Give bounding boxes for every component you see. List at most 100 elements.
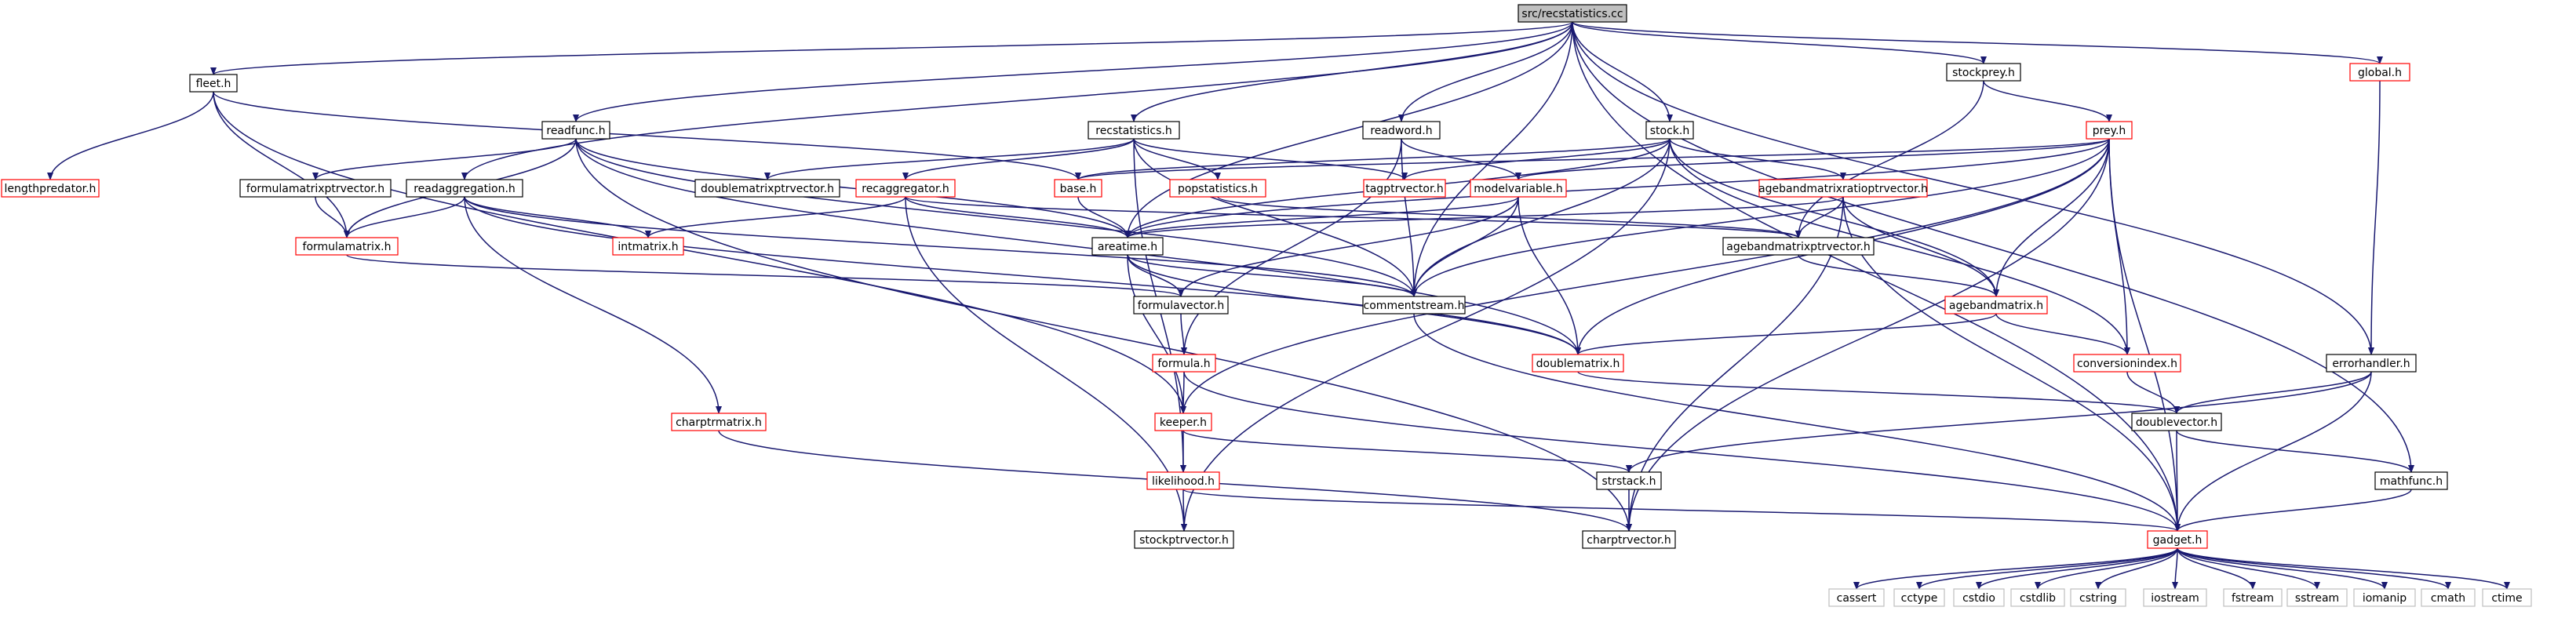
- node-box: [2070, 588, 2126, 607]
- node-likelihood_h[interactable]: likelihood.h: [1146, 471, 1220, 490]
- edge-areatime_h-to-keeper_h: [1127, 254, 1186, 414]
- node-strstack_h[interactable]: strstack.h: [1596, 471, 1662, 490]
- node-fleet_h[interactable]: fleet.h: [189, 74, 238, 93]
- edge-likelihood_h-to-stockptrvector_h: [1180, 489, 1187, 532]
- node-label: doublevector.h: [2136, 416, 2217, 429]
- node-formula_h[interactable]: formula.h: [1152, 354, 1216, 373]
- node-doublematrix_h[interactable]: doublematrix.h: [1532, 354, 1624, 373]
- node-box: [1758, 179, 1928, 198]
- node-charptrmatrix_h[interactable]: charptrmatrix.h: [671, 413, 767, 431]
- node-formulavector_h[interactable]: formulavector.h: [1133, 296, 1229, 314]
- node-label: fleet.h: [196, 78, 231, 90]
- node-conversionindex_h[interactable]: conversionindex.h: [2073, 354, 2181, 373]
- node-popstatistics_h[interactable]: popstatistics.h: [1169, 179, 1266, 198]
- node-charptrvector_h[interactable]: charptrvector.h: [1582, 530, 1676, 549]
- node-label: formulamatrixptrvector.h: [246, 183, 384, 195]
- edge-recaggregator_h-to-agebandmatrixptrvector_h: [905, 196, 1802, 238]
- node-box: [1, 179, 100, 198]
- node-mathfunc_h[interactable]: mathfunc.h: [2374, 471, 2448, 490]
- node-areatime_h[interactable]: areatime.h: [1091, 237, 1164, 256]
- edge-readaggregation_h-to-doublematrix_h: [464, 196, 1581, 355]
- node-box: [295, 237, 399, 256]
- node-intmatrix_h[interactable]: intmatrix.h: [612, 237, 684, 256]
- edge-gadget_h-to-ctime: [2177, 547, 2510, 590]
- edge-prey_h-to-agebandmatrix_h: [1993, 138, 2110, 297]
- node-agebandmatrixratioptrvector_h[interactable]: agebandmatrixratioptrvector.h: [1758, 179, 1928, 198]
- node-readfunc_h[interactable]: readfunc.h: [541, 121, 610, 140]
- edge-recstatistics_h-to-doublematrixptrvector_h: [764, 138, 1135, 180]
- node-label: charptrmatrix.h: [676, 416, 762, 429]
- edge-formulavector_h-to-formula_h: [1180, 313, 1187, 355]
- node-recstatistics_h[interactable]: recstatistics.h: [1088, 121, 1180, 140]
- edge-gadget_h-to-cctype: [1916, 547, 2178, 590]
- edge-recstatistics_cc-to-stockprey_h: [1572, 21, 1987, 64]
- edge-prey_h-to-areatime_h: [1124, 138, 2110, 238]
- node-tagptrvector_h[interactable]: tagptrvector.h: [1363, 179, 1446, 198]
- node-box: [1362, 296, 1466, 314]
- edge-gadget_h-to-cstring: [2095, 547, 2178, 590]
- edge-gadget_h-to-cstdlib: [2035, 547, 2178, 590]
- node-box: [1146, 471, 1220, 490]
- node-label: readfunc.h: [546, 125, 605, 137]
- edge-agebandmatrixratioptrvector_h-to-areatime_h: [1124, 196, 1844, 238]
- node-box: [2147, 530, 2208, 549]
- node-box: [1953, 588, 2005, 607]
- edge-likelihood_h-to-gadget_h: [1182, 489, 2181, 532]
- node-cmath: cmath: [2421, 588, 2476, 607]
- node-label: intmatrix.h: [618, 241, 678, 253]
- edge-modelvariable_h-to-areatime_h: [1124, 196, 1519, 238]
- node-stockprey_h[interactable]: stockprey.h: [1946, 63, 2021, 82]
- node-label: sstream: [2295, 592, 2339, 605]
- node-lengthpredator_h[interactable]: lengthpredator.h: [1, 179, 100, 198]
- node-agebandmatrixptrvector_h[interactable]: agebandmatrixptrvector.h: [1722, 237, 1875, 256]
- edge-agebandmatrixratioptrvector_h-to-agebandmatrixptrvector_h: [1795, 196, 1844, 238]
- node-base_h[interactable]: base.h: [1054, 179, 1102, 198]
- node-doublevector_h[interactable]: doublevector.h: [2131, 413, 2222, 431]
- node-recstatistics_cc[interactable]: src/recstatistics.cc: [1518, 4, 1627, 23]
- node-label: doublematrixptrvector.h: [701, 183, 834, 195]
- edge-prey_h-to-base_h: [1075, 138, 2110, 180]
- edge-keeper_h-to-strstack_h: [1182, 430, 1632, 473]
- node-formulamatrixptrvector_h[interactable]: formulamatrixptrvector.h: [239, 179, 392, 198]
- edge-recstatistics_cc-to-fleet_h: [210, 21, 1573, 75]
- node-keeper_h[interactable]: keeper.h: [1154, 413, 1212, 431]
- node-cstdlib: cstdlib: [2010, 588, 2065, 607]
- node-box: [612, 237, 684, 256]
- node-box: [2326, 354, 2417, 373]
- node-label: src/recstatistics.cc: [1521, 8, 1623, 20]
- node-formulamatrix_h[interactable]: formulamatrix.h: [295, 237, 399, 256]
- node-commentstream_h[interactable]: commentstream.h: [1362, 296, 1466, 314]
- node-label: formula.h: [1157, 358, 1210, 370]
- node-readaggregation_h[interactable]: readaggregation.h: [406, 179, 523, 198]
- node-stock_h[interactable]: stock.h: [1645, 121, 1694, 140]
- node-errorhandler_h[interactable]: errorhandler.h: [2326, 354, 2417, 373]
- node-agebandmatrix_h[interactable]: agebandmatrix.h: [1944, 296, 2048, 314]
- node-label: cstdio: [1962, 592, 1995, 605]
- node-readword_h[interactable]: readword.h: [1362, 121, 1441, 140]
- node-doublematrixptrvector_h[interactable]: doublematrixptrvector.h: [694, 179, 840, 198]
- edge-agebandmatrixptrvector_h-to-agebandmatrix_h: [1798, 254, 1999, 297]
- node-recaggregator_h[interactable]: recaggregator.h: [855, 179, 956, 198]
- node-box: [2349, 63, 2410, 82]
- node-box: [406, 179, 523, 198]
- node-modelvariable_h[interactable]: modelvariable.h: [1470, 179, 1567, 198]
- edge-recstatistics_cc-to-commentstream_h: [1411, 21, 1573, 297]
- node-label: modelvariable.h: [1474, 183, 1562, 195]
- node-stockptrvector_h[interactable]: stockptrvector.h: [1134, 530, 1234, 549]
- edge-recstatistics_cc-to-readword_h: [1398, 21, 1573, 122]
- edge-stockprey_h-to-prey_h: [1983, 80, 2112, 122]
- edge-mathfunc_h-to-gadget_h: [2174, 489, 2412, 532]
- node-global_h[interactable]: global.h: [2349, 63, 2410, 82]
- edge-gadget_h-to-sstream: [2177, 547, 2320, 590]
- node-label: agebandmatrixratioptrvector.h: [1758, 183, 1928, 195]
- node-label: cstring: [2079, 592, 2117, 605]
- node-label: base.h: [1060, 183, 1097, 195]
- edge-prey_h-to-commentstream_h: [1411, 138, 2110, 297]
- edge-stock_h-to-conversionindex_h: [1669, 138, 2130, 355]
- edge-areatime_h-to-doublematrix_h: [1127, 254, 1581, 355]
- node-box: [1088, 121, 1180, 140]
- node-prey_h[interactable]: prey.h: [2086, 121, 2133, 140]
- edge-popstatistics_h-to-agebandmatrixptrvector_h: [1217, 196, 1802, 238]
- node-gadget_h[interactable]: gadget.h: [2147, 530, 2208, 549]
- edge-fleet_h-to-formulamatrix_h: [213, 91, 350, 238]
